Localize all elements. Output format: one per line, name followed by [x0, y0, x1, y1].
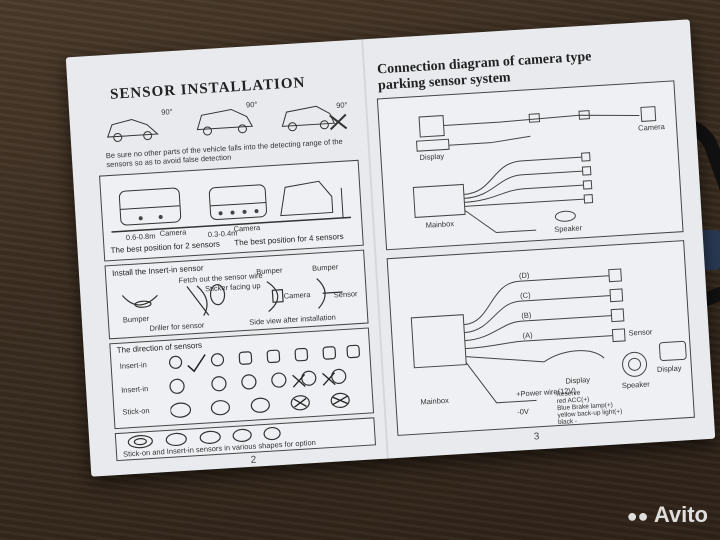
mainbox-label: Mainbox	[425, 219, 455, 230]
speaker-label: Speaker	[621, 379, 650, 391]
shapes-box: Stick-on and Insert-in sensors in variou…	[114, 417, 377, 462]
sensor-connection-box: (D) (C) (B) (A) Sensor Mainbox Display S…	[386, 240, 695, 436]
avito-logo-icon: ●●	[626, 506, 649, 526]
rear-car-illustrations	[111, 180, 352, 233]
camera-label: Camera	[283, 289, 311, 301]
caption-4-sensors: The best position for 4 sensors	[234, 231, 344, 248]
sensor-position-box: 0.6-0.8m Camera 0.3-0.4m Camera The best…	[99, 159, 364, 262]
driller-label: Driller for sensor	[149, 320, 205, 333]
bumper-label: Bumper	[255, 265, 283, 277]
ground-label: -0V	[516, 406, 530, 417]
bumper-label: Bumper	[311, 262, 339, 273]
angle-label: 90°	[335, 100, 348, 111]
insert-steps-illustration	[121, 278, 343, 316]
mainbox-label: Mainbox	[420, 395, 450, 407]
angle-label: 90°	[245, 99, 258, 110]
page-number: 2	[250, 454, 257, 466]
speaker-label: Speaker	[553, 223, 583, 234]
avito-watermark: ●● Avito	[627, 502, 708, 528]
direction-box: The direction of sensors Insert-in Inser…	[109, 327, 375, 430]
camera-label: Camera	[233, 222, 261, 234]
instruction-sheet: SENSOR INSTALLATION 90° 90° 90° Be sure …	[65, 19, 716, 477]
channel-label: (A)	[522, 330, 533, 341]
channel-label: (B)	[521, 310, 532, 321]
sensor-direction-grid	[168, 344, 361, 418]
right-page: Connection diagram of camera type parkin…	[370, 30, 704, 448]
angle-label: 90°	[161, 107, 173, 117]
insert-in-box: Install the Insert-in sensor Fetch out t…	[104, 249, 369, 340]
row-label: Stick-on	[122, 406, 150, 417]
display-label: Display	[565, 375, 591, 386]
channel-label: (D)	[518, 270, 530, 281]
page-number: 3	[533, 431, 540, 443]
wire-item: black -	[557, 417, 578, 427]
left-page: SENSOR INSTALLATION 90° 90° 90° Be sure …	[78, 50, 382, 466]
sensor-wiring-diagram	[410, 268, 687, 404]
row-label: Insert-in	[120, 384, 149, 395]
camera-wiring-diagram	[412, 106, 657, 234]
camera-connection-box: Mainbox Speaker Display Camera	[376, 80, 684, 251]
wire-legend: Reserve red ACC(+) Blue Brake lamp(+) ye…	[556, 387, 622, 419]
car-angle-illustrations	[106, 105, 348, 142]
display-label: Display	[656, 363, 682, 374]
distance-label-2: 0.6-0.8m	[125, 231, 156, 243]
camera-label: Camera	[637, 122, 666, 133]
avito-watermark-text: Avito	[653, 502, 708, 527]
sensor-label: Sensor	[333, 289, 358, 300]
sensor-shapes	[127, 426, 281, 449]
row-label: Insert-in	[119, 360, 148, 371]
display-label: Display	[419, 151, 445, 163]
camera-label: Camera	[159, 227, 187, 239]
sensor-label: Sensor	[628, 327, 653, 338]
bumper-label: Bumper	[122, 313, 150, 325]
channel-label: (C)	[519, 290, 531, 301]
